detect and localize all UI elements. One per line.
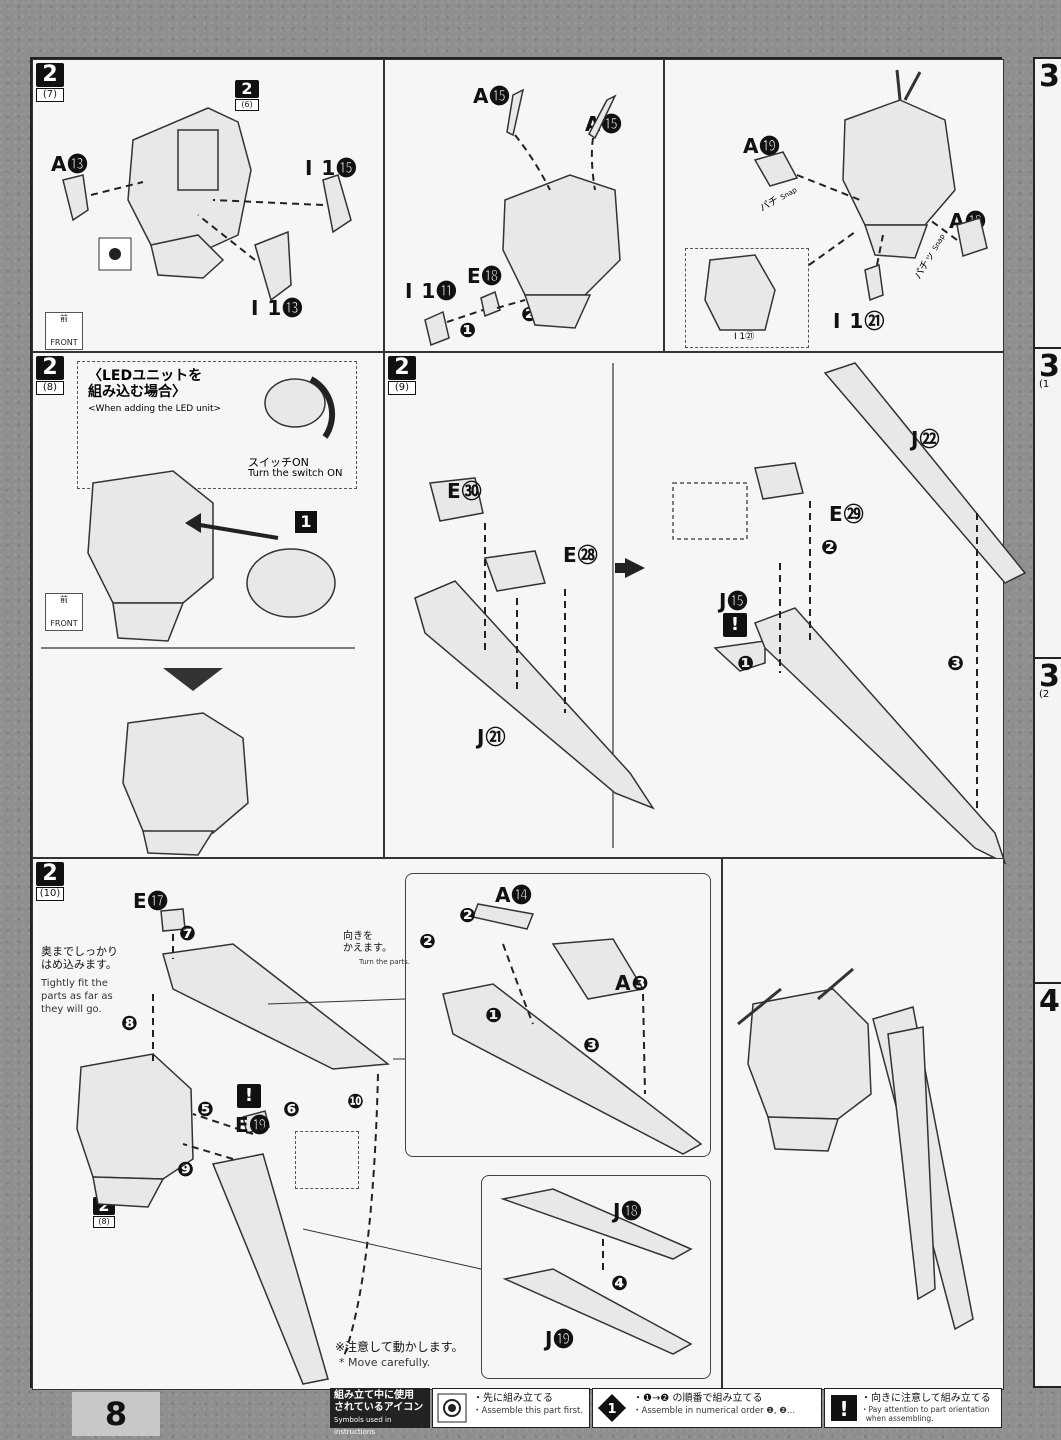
part-label-e19: E⓳ (235, 1113, 271, 1137)
completed-head-wing-drawing (737, 967, 974, 1331)
detail-box-a14 (405, 873, 711, 1157)
part-label-j22: J㉒ (911, 427, 941, 451)
step-badge-9: 2 (9) (388, 356, 416, 395)
order-6-s10: ❻ (283, 1097, 301, 1121)
front-direction-badge: 前 FRONT (45, 312, 83, 350)
part-label-i15: I 1⓯ (305, 156, 358, 180)
head-assembly-drawing (62, 107, 352, 302)
legend-item-numbered-order: 1 ・❶→❷ の順番で組み立てる ・Assemble in numerical … (592, 1388, 822, 1428)
warning-icon: ! (829, 1393, 859, 1423)
led-install-drawing (41, 376, 355, 856)
part-label-i21: I 1㉑ (833, 309, 886, 333)
step-2-8-panel: 2 (8) 〈LEDユニットを 組み込む場合〉 <When adding the… (32, 352, 384, 858)
turn-parts-note-en: Turn the parts. (359, 958, 411, 966)
order-2a-s10: ❷ (459, 903, 477, 927)
completed-view-panel (722, 858, 1004, 1390)
order-1-s10: ❶ (485, 1003, 503, 1027)
order-2b-s10: ❷ (419, 929, 437, 953)
head-antenna-drawing (424, 88, 621, 347)
tight-fit-note-en: Tightly fit the parts as far as they wil… (41, 978, 113, 1015)
part-label-a13: A⓭ (51, 152, 89, 176)
part-label-e18: E⓲ (467, 264, 503, 288)
adjacent-page-strip: 3 3 (1 3 (2 4 (1033, 57, 1061, 1388)
step-badge: 2 (7) (36, 63, 64, 102)
adjacent-step-3c: 3 (2 (1035, 659, 1061, 984)
move-carefully-jp: ※注意して動かします。 (335, 1340, 464, 1354)
part-label-e30: E㉚ (447, 479, 483, 503)
adjacent-step-3a: 3 (1035, 59, 1061, 349)
order-4-s10: ❹ (611, 1271, 629, 1295)
body-wing-assembly-drawing (76, 903, 703, 1385)
part-label-a14: A⓮ (495, 883, 533, 907)
legend-item-warning: ! ・向きに注意して組み立てる ・Pay attention to part o… (824, 1388, 1002, 1428)
move-carefully-en: * Move carefully. (339, 1356, 431, 1369)
step-2-7-panel-c: A⓳ A⓲ I 1㉑ パチ Snap パチッ Snap I 1㉑ (664, 59, 1004, 352)
order-9-s10: ❾ (177, 1157, 195, 1181)
led-unit-callout: 〈LEDユニットを 組み込む場合〉 <When adding the LED u… (77, 361, 357, 489)
order-1-s9: ❶ (737, 651, 755, 675)
first-part-icon (437, 1393, 467, 1423)
order-8-s10: ❽ (121, 1011, 139, 1035)
switch-on-jp: スイッチON (248, 456, 309, 469)
adjacent-step-3b: 3 (1 (1035, 349, 1061, 659)
front-direction-badge-8: 前 FRONT (45, 593, 83, 631)
tight-fit-note-jp: 奥までしっかり はめ込みます。 (41, 945, 118, 971)
orientation-warning-icon: ! (723, 613, 747, 637)
step-2-7-panel-a: 2 (7) 2 (6) A⓭ I 1⓯ I 1⓭ 前 (32, 59, 384, 352)
part-number-1-badge: 1 (295, 511, 317, 533)
part-label-j21: J㉑ (477, 725, 507, 749)
part-label-j18: J⓲ (613, 1199, 643, 1223)
part-label-j15: J⓯ (719, 589, 749, 613)
part-label-e28: E㉘ (563, 543, 599, 567)
order-2-s9: ❷ (821, 535, 839, 559)
order-7-s10: ❼ (179, 921, 197, 945)
led-title-jp: 〈LEDユニットを 組み込む場合〉 (88, 368, 203, 400)
orientation-warning-icon-10: ! (237, 1084, 261, 1108)
ref-step-badge: 2 (6) (235, 80, 259, 111)
part-label-a15-left: A⓯ (473, 84, 511, 108)
order-10-s10: ❿ (347, 1089, 365, 1113)
svg-text:!: ! (839, 1397, 848, 1421)
step-2-7-panel-b: A⓯ A⓯ E⓲ I 1⓫ ❶ ❷ (384, 59, 664, 352)
step-2-10-panel: 2 (10) 奥までしっかり はめ込みます。 Tightly fit the p… (32, 858, 722, 1390)
part-label-j19: J⓳ (545, 1327, 575, 1351)
part-label-i11: I 1⓫ (405, 279, 458, 303)
adjacent-step-4: 4 (1039, 984, 1060, 1019)
part-label-e17: E⓱ (133, 889, 169, 913)
detail-box: I 1㉑ (685, 248, 809, 348)
head-side-parts-drawing (704, 69, 988, 331)
instruction-page: 2 (7) 2 (6) A⓭ I 1⓯ I 1⓭ 前 (30, 57, 1027, 1390)
page-footer: 8 組み立て中に使用 されているアイコン Symbols used in ins… (30, 1388, 1002, 1436)
part-label-e29: E㉙ (829, 502, 865, 526)
order-1: ❶ (459, 318, 477, 342)
numbered-order-icon: 1 (597, 1393, 627, 1423)
turn-parts-note-jp: 向きを かえます。 (343, 931, 392, 954)
detail-box-e19 (295, 1131, 359, 1189)
svg-text:1: 1 (607, 1402, 616, 1417)
wing-assembly-drawing (414, 362, 1027, 865)
order-3-s9: ❸ (947, 651, 965, 675)
step-badge-8: 2 (8) (36, 356, 64, 395)
legend-item-first-part: ・先に組み立てる ・Assemble this part first. (432, 1388, 590, 1428)
step-badge-10: 2 (10) (36, 862, 64, 901)
order-3-s10: ❸ (583, 1033, 601, 1057)
page-number: 8 (72, 1392, 160, 1436)
step-2-9-panel: 2 (9) E㉚ E㉘ J㉑ J㉒ E㉙ (384, 352, 1027, 865)
detail-box-j18-j19 (481, 1175, 711, 1379)
part-label-i13: I 1⓭ (251, 296, 304, 320)
part-label-a3: A❸ (615, 971, 650, 995)
led-title-en: <When adding the LED unit> (88, 404, 222, 414)
legend-title: 組み立て中に使用 されているアイコン Symbols used in instr… (330, 1388, 430, 1436)
switch-on-en: Turn the switch ON (248, 468, 343, 479)
order-5-s10: ❺ (197, 1097, 215, 1121)
